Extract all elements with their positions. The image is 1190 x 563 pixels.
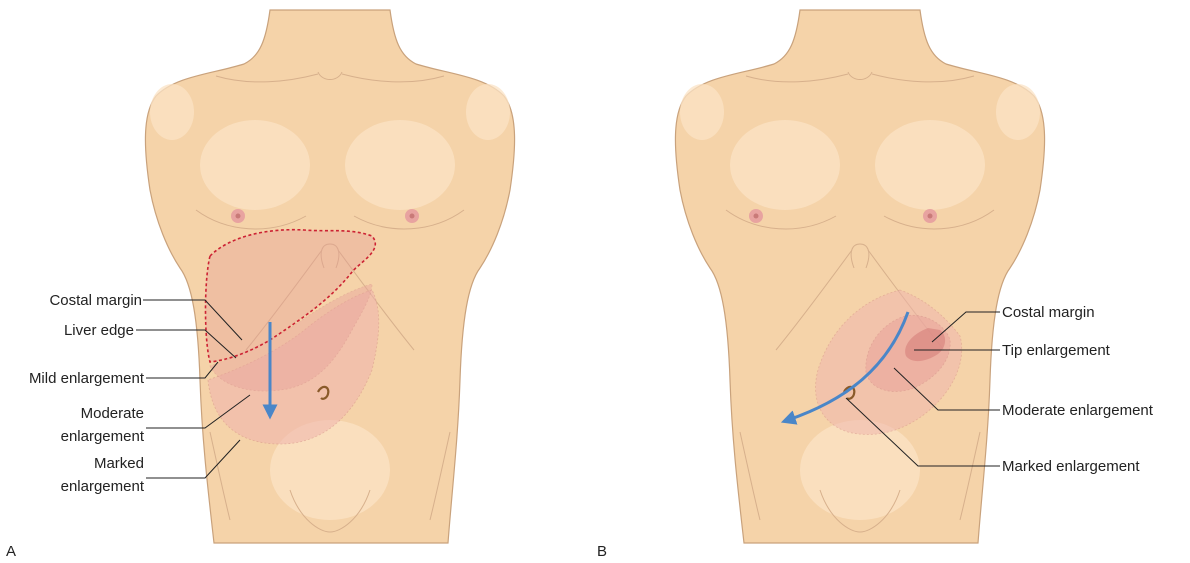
- panel-a: Costal margin Liver edge Mild enlargemen…: [6, 10, 515, 560]
- label-marked-a-line2: enlargement: [61, 478, 145, 495]
- torso-b: [675, 10, 1044, 543]
- label-tip-b: Tip enlargement: [1002, 342, 1111, 359]
- panel-letter-a: A: [6, 543, 16, 560]
- panel-b: Costal margin Tip enlargement Moderate e…: [597, 10, 1154, 560]
- panel-letter-b: B: [597, 543, 607, 560]
- label-moderate-b: Moderate enlargement: [1002, 402, 1154, 419]
- label-marked-a-line1: Marked: [94, 455, 144, 472]
- label-mild-a: Mild enlargement: [29, 370, 145, 387]
- label-costal-margin-a: Costal margin: [49, 292, 142, 309]
- label-liver-edge-a: Liver edge: [64, 322, 134, 339]
- label-costal-margin-b: Costal margin: [1002, 304, 1095, 321]
- label-marked-b: Marked enlargement: [1002, 458, 1140, 475]
- label-moderate-a-line1: Moderate: [81, 405, 144, 422]
- label-moderate-a-line2: enlargement: [61, 428, 145, 445]
